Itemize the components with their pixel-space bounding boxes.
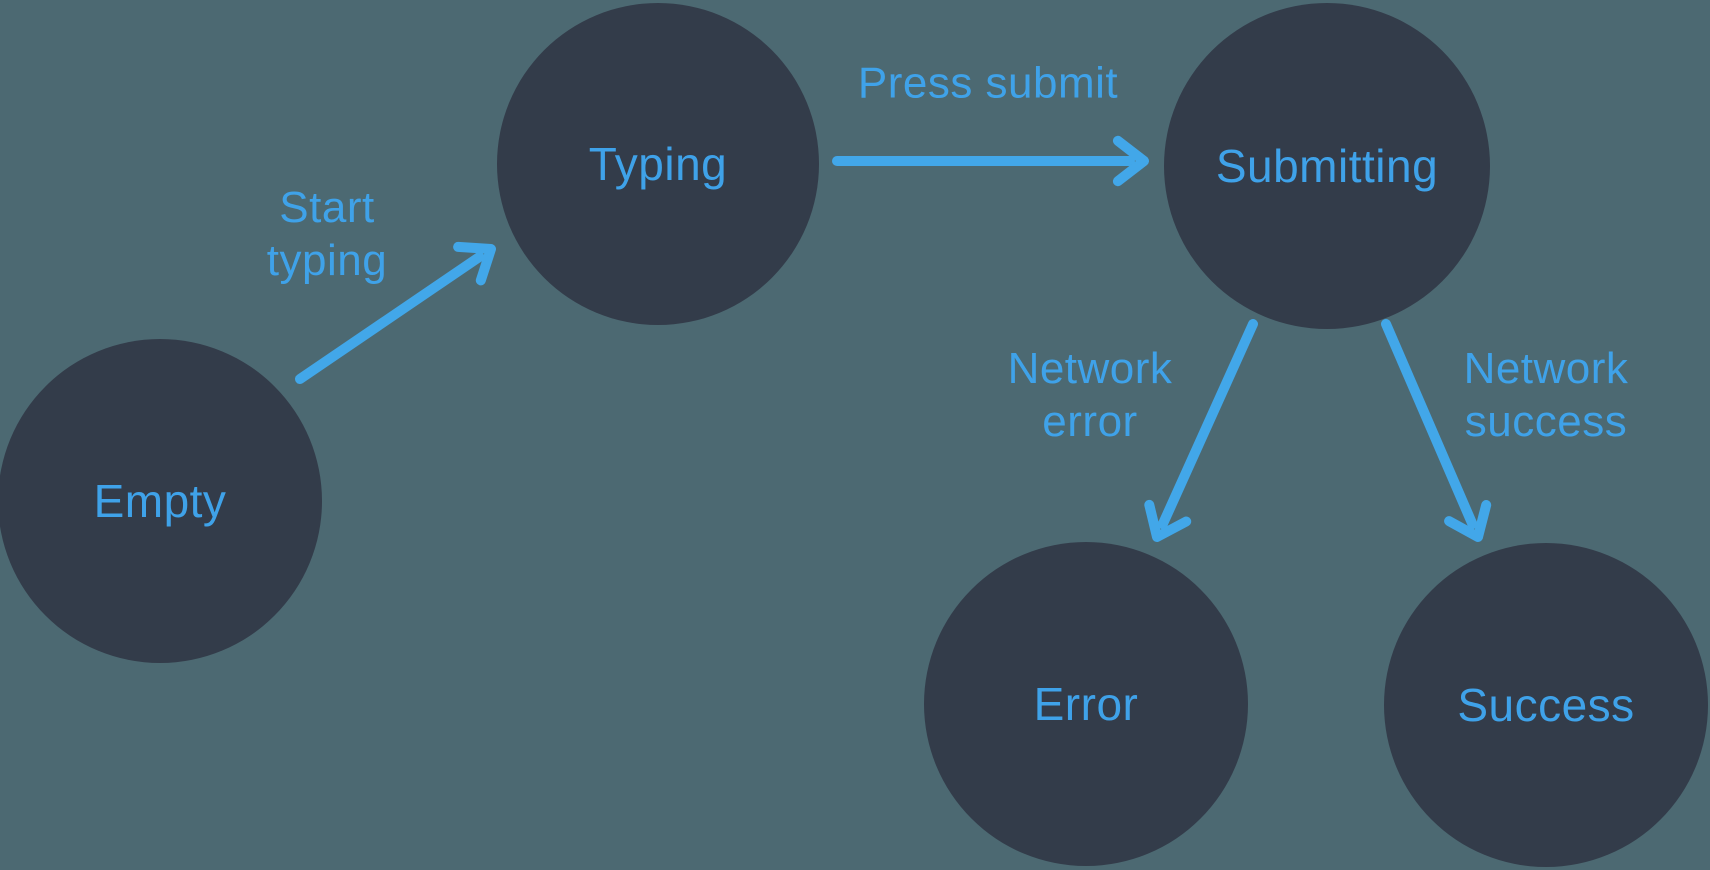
state-label-typing: Typing (588, 138, 728, 190)
state-node-typing: Typing (497, 3, 819, 325)
transition-label-press-submit: Press submit (857, 58, 1119, 108)
arrowhead-chevron-icon (1144, 499, 1192, 542)
transition-arrow-empty-typing (295, 241, 496, 384)
state-node-error: Error (924, 542, 1248, 866)
arrowhead-chevron-icon (1112, 135, 1149, 187)
arrow-shaft (295, 251, 485, 384)
state-label-submitting: Submitting (1215, 140, 1439, 192)
arrowhead-chevron-icon (1444, 500, 1492, 542)
state-node-empty: Empty (0, 339, 322, 663)
arrow-shaft (1157, 319, 1258, 530)
state-label-error: Error (1033, 678, 1139, 730)
transition-arrow-typing-submitting (832, 135, 1149, 187)
transition-label-start-typing: Start typing (266, 183, 388, 285)
transition-arrow-submitting-error (1144, 319, 1258, 542)
transition-label-network-error: Network error (1007, 344, 1173, 446)
transition-arrow-submitting-success (1381, 319, 1492, 542)
arrow-shaft (1381, 319, 1478, 530)
state-node-submitting: Submitting (1164, 3, 1490, 329)
state-label-success: Success (1457, 679, 1635, 731)
state-node-success: Success (1384, 543, 1708, 867)
transition-label-network-success: Network success (1463, 344, 1629, 446)
arrowhead-chevron-icon (453, 241, 496, 286)
state-label-empty: Empty (93, 475, 227, 527)
